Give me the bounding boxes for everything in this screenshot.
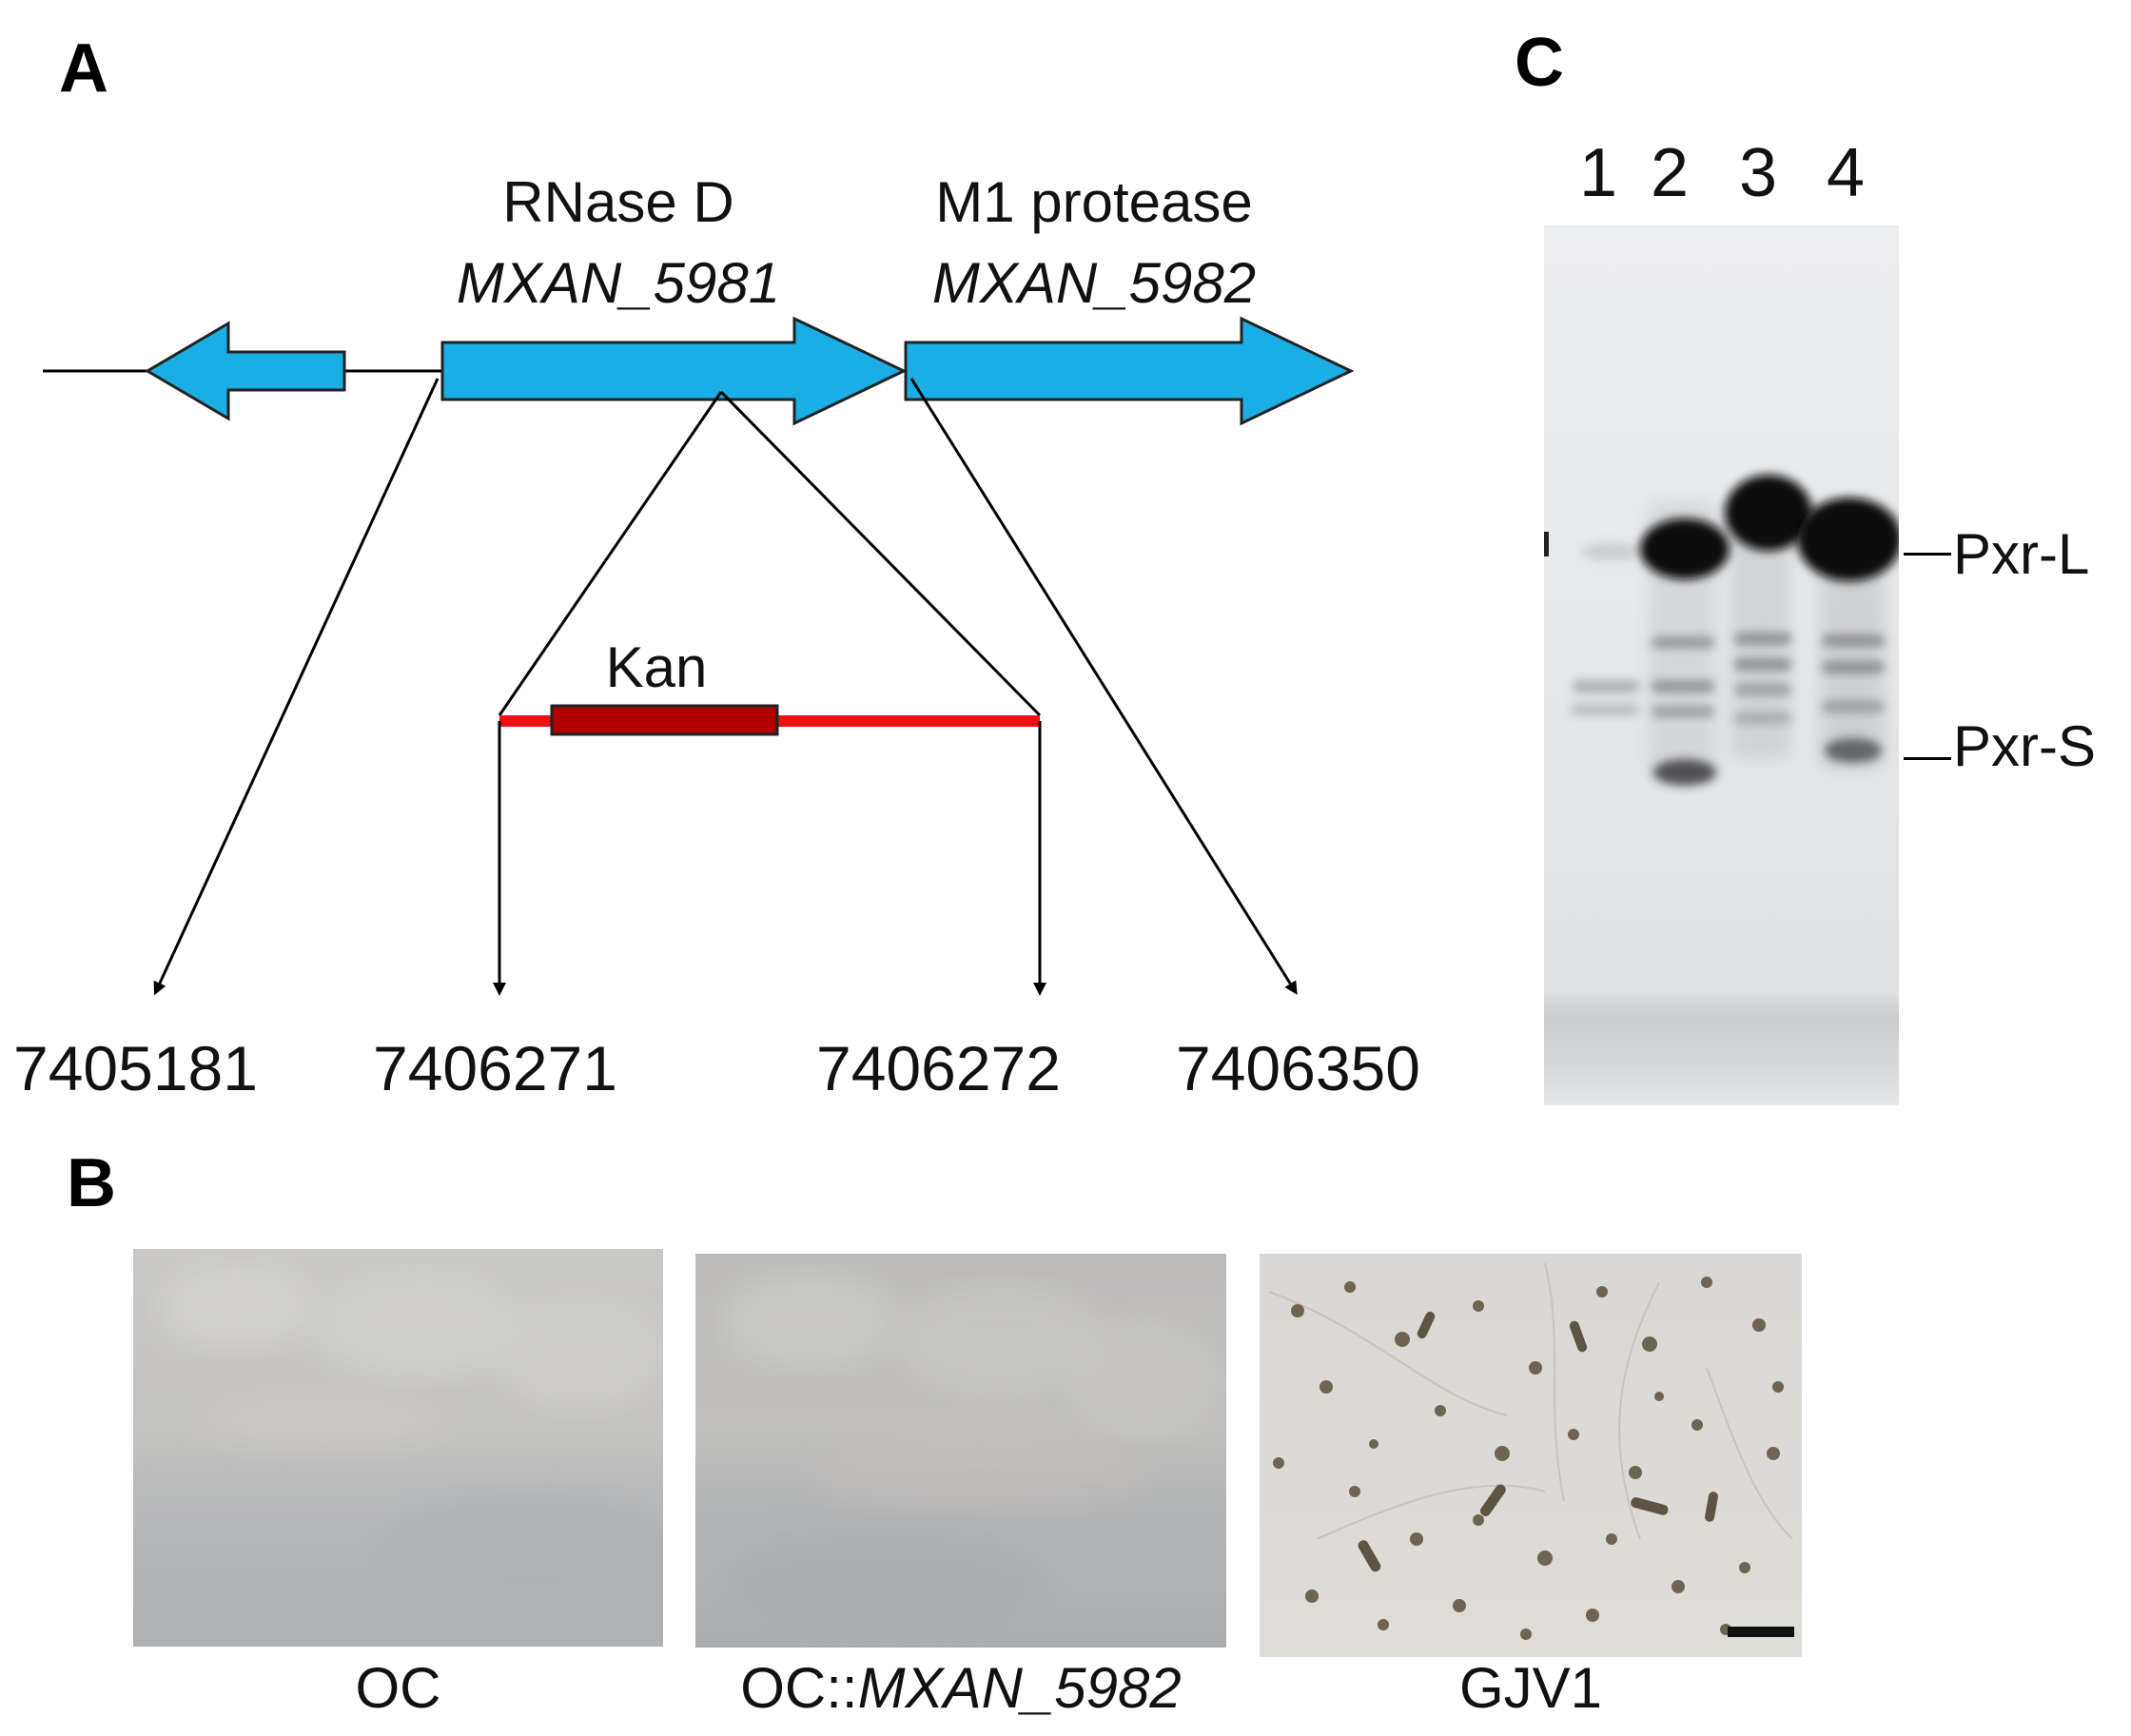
pxr-l-tick bbox=[1904, 553, 1951, 556]
scale-bar bbox=[1728, 1627, 1794, 1637]
pxr-s-label: Pxr-S bbox=[1953, 714, 2096, 778]
rnase-d-gene-arrow bbox=[440, 316, 908, 426]
oc-complement-colony-photo bbox=[695, 1254, 1226, 1648]
m1-protease-label: M1 protease bbox=[935, 170, 1253, 234]
right-boundary-arrow bbox=[909, 378, 1298, 995]
western-blot-image bbox=[1544, 225, 1899, 1105]
oc-caption: OC bbox=[355, 1656, 441, 1720]
insert-right-line bbox=[719, 390, 1042, 717]
pxr-l-label: Pxr-L bbox=[1953, 522, 2090, 586]
coordinate-label: 7405181 bbox=[13, 1033, 258, 1103]
panel-letter-c: C bbox=[1515, 25, 1564, 101]
rnase-d-label: RNase D bbox=[502, 170, 734, 234]
lane-label: 3 bbox=[1738, 135, 1778, 211]
insert-left-line bbox=[498, 391, 723, 716]
kan-cassette bbox=[550, 704, 779, 736]
gjv1-caption: GJV1 bbox=[1458, 1656, 1603, 1720]
lane-label: 4 bbox=[1826, 135, 1866, 211]
rnase-d-locus: MXAN_5981 bbox=[456, 251, 781, 315]
gjv1-fruiting-body-photo bbox=[1260, 1254, 1802, 1657]
left-boundary-arrow bbox=[153, 378, 440, 996]
oc-complement-prefix: OC:: bbox=[740, 1656, 858, 1720]
coordinate-label: 7406271 bbox=[373, 1033, 617, 1103]
lane-label: 2 bbox=[1650, 135, 1690, 211]
kan-label: Kan bbox=[605, 635, 708, 699]
oc-complement-locus: MXAN_5982 bbox=[857, 1656, 1182, 1720]
coordinate-label: 7406350 bbox=[1176, 1033, 1420, 1103]
panel-letter-b: B bbox=[67, 1145, 116, 1221]
panel-letter-a: A bbox=[59, 30, 108, 107]
m1-protease-locus: MXAN_5982 bbox=[931, 251, 1257, 315]
oc-complement-caption: OC::MXAN_5982 bbox=[695, 1660, 1226, 1717]
oc-colony-photo bbox=[133, 1249, 663, 1647]
coordinate-label: 7406272 bbox=[816, 1033, 1061, 1103]
lane-label: 1 bbox=[1578, 135, 1618, 211]
m1-protease-gene-arrow bbox=[904, 316, 1355, 426]
pxr-s-tick bbox=[1904, 757, 1951, 760]
upstream-gene-arrow bbox=[145, 321, 346, 421]
